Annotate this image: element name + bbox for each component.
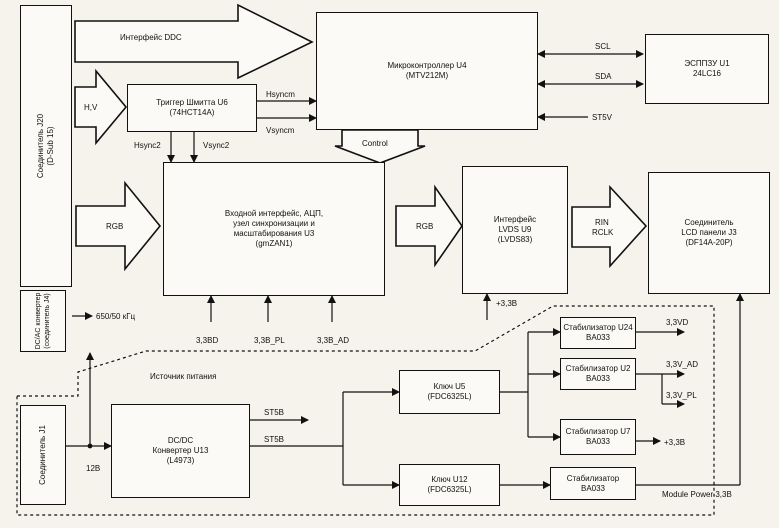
stabilizer-u24-title: Стабилизатор U24	[563, 323, 633, 332]
stabilizer-u24-block: Стабилизатор U24 BA033	[560, 317, 636, 349]
control-arrow	[334, 129, 426, 164]
dcdc-line-3: (L4973)	[166, 456, 195, 465]
key-u12-title: Ключ U12	[431, 475, 468, 484]
mcu-title: Микроконтроллер U4	[387, 61, 467, 70]
power-source-boundary	[16, 305, 715, 516]
stabilizer-u2-block: Стабилизатор U2 BA033	[560, 358, 636, 390]
rgb-mid-arrow	[395, 184, 463, 268]
mcu-part: (MTV212M)	[405, 71, 449, 80]
power-source-label: Источник питания	[150, 372, 217, 381]
eeprom-block: ЭСППЗУ U1 24LC16	[645, 34, 769, 104]
v33ad-label: 3,3B_AD	[317, 336, 350, 345]
dcdc-line-2: Конвертер U13	[152, 446, 209, 455]
hsync2-label: Hsync2	[134, 141, 161, 150]
adc-line-3: масштабирования U3	[233, 229, 315, 238]
adc-scaler-block: Входной интерфейс, АЦП, узел синхронизац…	[163, 162, 385, 296]
st5v-label: ST5V	[592, 113, 613, 122]
vsyncm-label: Vsyncm	[266, 126, 295, 135]
dcdc-converter-block: DC/DC Конвертер U13 (L4973)	[111, 404, 250, 498]
stabilizer-u2-title: Стабилизатор U2	[565, 364, 631, 373]
lcd-connector-line-1: Соединитель	[684, 218, 734, 227]
stabilizer-u7-title: Стабилизатор U7	[565, 427, 631, 436]
key-u5-title: Ключ U5	[433, 382, 466, 391]
st5b-label-2: ST5B	[264, 435, 285, 444]
control-label: Control	[362, 139, 388, 148]
schmitt-trigger-block: Триггер Шмитта U6 (74HCT14A)	[127, 84, 257, 132]
sda-label: SDA	[595, 72, 612, 81]
lvds-line-1: Интерфейс	[493, 215, 537, 224]
key-u12-part: (FDC6325L)	[427, 485, 472, 494]
schmitt-trigger-title: Триггер Шмитта U6	[156, 98, 228, 107]
ddc-arrow	[74, 3, 314, 80]
v33d-label: 3,3BD	[196, 336, 219, 345]
hsyncm-label: Hsyncm	[266, 90, 295, 99]
st5b-label-1: ST5B	[264, 408, 285, 417]
connector-j20-type: (D-Sub 15)	[46, 126, 55, 166]
hv-arrow	[74, 68, 128, 146]
ddc-arrow-label: Интерфейс DDC	[120, 33, 182, 42]
lcd-connector-block: Соединитель LCD панели J3 (DF14A-20P)	[648, 172, 770, 294]
dcac-title: DC/AC конвертер	[35, 292, 42, 350]
connector-j1-block: Соединитель J1	[20, 405, 66, 505]
v33-u7-label: +3,3B	[664, 438, 686, 447]
rin-rclk-arrow	[571, 184, 648, 269]
mcu-block: Микроконтроллер U4 (MTV212M)	[316, 12, 538, 130]
key-u5-part: (FDC6325L)	[427, 392, 472, 401]
stabilizer-u24-part: BA033	[585, 333, 611, 342]
dcdc-line-1: DC/DC	[167, 436, 194, 445]
rclk-label: RCLK	[592, 228, 614, 237]
key-u12-block: Ключ U12 (FDC6325L)	[399, 464, 500, 506]
v33v-ad-label: 3,3V_AD	[666, 360, 699, 369]
scl-label: SCL	[595, 42, 611, 51]
dcac-converter-block: DC/AC конвертер (соединитель J4)	[20, 290, 66, 352]
schmitt-trigger-part: (74HCT14A)	[169, 108, 215, 117]
rgb-in-label: RGB	[106, 222, 124, 231]
lvds-line-3: (LVDS83)	[497, 235, 533, 244]
hv-arrow-label: H,V	[84, 103, 98, 112]
v33v-pl-label: 3,3V_PL	[666, 391, 697, 400]
rgb-in-arrow	[75, 180, 162, 272]
module-power-label: Module Power 3,3B	[662, 490, 732, 499]
lvds-power-label: +3,3B	[496, 299, 518, 308]
v33vd-label: 3,3VD	[666, 318, 689, 327]
lcd-connector-line-2: LCD панели J3	[681, 228, 737, 237]
v12-label: 12B	[86, 464, 101, 473]
stabilizer-last-part: BA033	[580, 483, 606, 493]
adc-line-2: узел синхронизации и	[233, 219, 315, 228]
lcd-connector-line-3: (DF14A-20P)	[685, 238, 733, 247]
stabilizer-u2-part: BA033	[585, 374, 611, 383]
adc-line-1: Входной интерфейс, АЦП,	[224, 209, 324, 218]
stabilizer-u7-block: Стабилизатор U7 BA033	[560, 419, 636, 455]
dcac-connector: (соединитель J4)	[44, 293, 51, 349]
stabilizer-last-title: Стабилизатор	[566, 473, 620, 483]
lvds-block: Интерфейс LVDS U9 (LVDS83)	[462, 166, 568, 294]
connector-j20-title: Соединитель J20	[36, 113, 45, 179]
eeprom-part: 24LC16	[692, 69, 722, 78]
rin-label: RIN	[595, 218, 609, 227]
rgb-mid-label: RGB	[416, 222, 434, 231]
connector-j1-title: Соединитель J1	[38, 425, 47, 485]
eeprom-title: ЭСППЗУ U1	[684, 59, 730, 68]
connector-j20-block: Соединитель J20 (D-Sub 15)	[20, 5, 72, 287]
key-u5-block: Ключ U5 (FDC6325L)	[399, 370, 500, 414]
stabilizer-u7-part: BA033	[585, 437, 611, 446]
lvds-line-2: LVDS U9	[498, 225, 532, 234]
vsync2-label: Vsync2	[203, 141, 230, 150]
adc-line-4: (gmZAN1)	[255, 239, 293, 248]
v33pl-label: 3,3B_PL	[254, 336, 285, 345]
stabilizer-last-block: Стабилизатор BA033	[550, 467, 636, 500]
freq-label: 650/50 кГц	[96, 312, 136, 321]
